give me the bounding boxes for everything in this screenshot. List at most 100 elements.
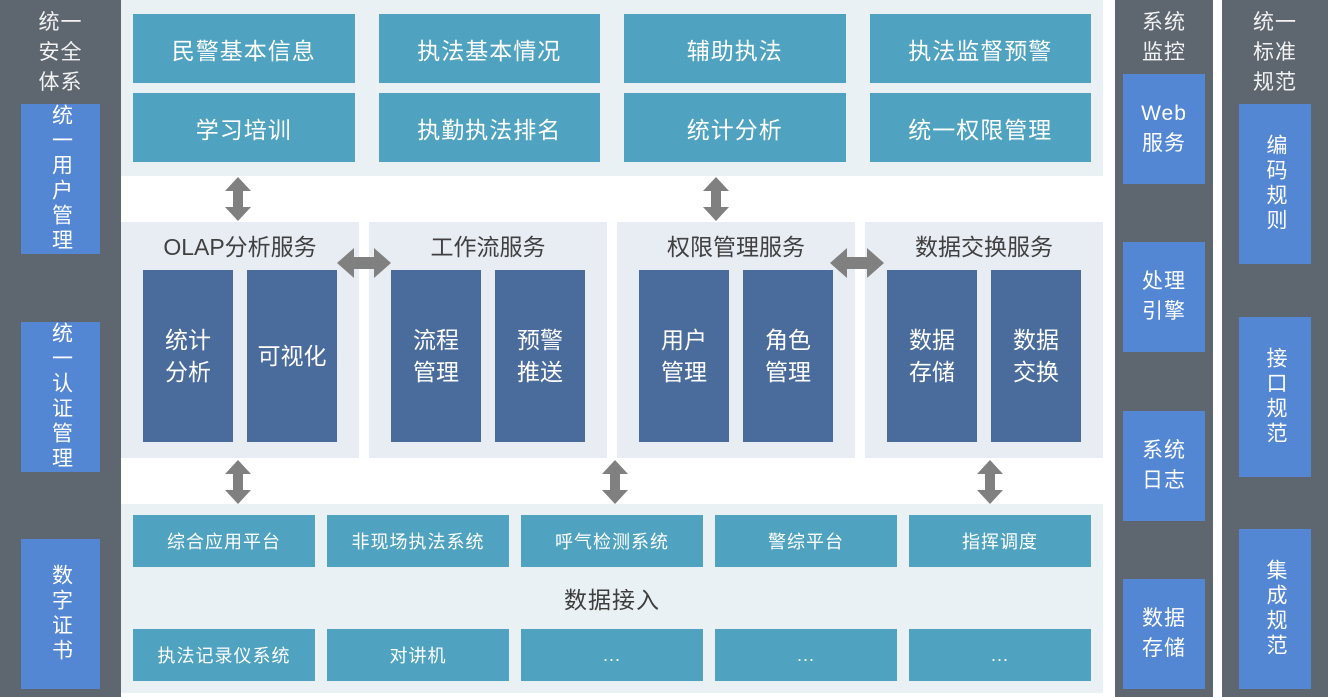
double-arrow-horizontal-icon [337,246,391,280]
monitor-item-label: 处理 引擎 [1142,270,1186,324]
app-tile-enforcement-supervision-alert[interactable]: 执法监督预警 [869,14,1091,83]
left-sidebar-item-label: 统一用户管理 [49,104,73,254]
double-arrow-vertical-icon [598,460,632,504]
data-source-command-dispatch[interactable]: 指挥调度 [909,515,1091,567]
service-box-label: 用户 管理 [661,327,707,385]
left-sidebar-item-digital-certificate[interactable]: 数字证书 [21,539,100,689]
service-box-alert-push[interactable]: 预警 推送 [495,270,585,442]
service-panel-boxes: 数据 存储 数据 交换 [879,270,1089,442]
service-box-role-management[interactable]: 角色 管理 [743,270,833,442]
standards-item-coding-rules[interactable]: 编码规则 [1239,104,1311,264]
service-box-label: 数据 交换 [1013,327,1059,385]
app-tile-label: 学习培训 [195,116,292,143]
left-sidebar-unified-security: 统一 安全 体系 统一用户管理 统一认证管理 数字证书 [0,0,121,697]
app-tile-assisted-enforcement[interactable]: 辅助执法 [624,14,846,83]
left-sidebar-item-label: 数字证书 [49,564,73,664]
data-source-label: 对讲机 [389,646,447,666]
service-box-label: 预警 推送 [517,327,563,385]
data-source-label: 指挥调度 [962,532,1038,552]
double-arrow-vertical-icon [699,177,733,221]
right-sidebar-unified-standards: 统一 标准 规范 编码规则 接口规范 集成规范 [1222,0,1328,697]
service-panel-olap: OLAP分析服务 统计 分析 可视化 [121,222,359,458]
app-tile-minjing-basic-info[interactable]: 民警基本信息 [133,14,355,83]
left-sidebar-items: 统一用户管理 统一认证管理 数字证书 [0,98,121,697]
app-tile-label: 统一权限管理 [908,116,1053,143]
service-box-label: 角色 管理 [765,327,811,385]
data-source-placeholder-2[interactable]: ... [715,629,897,681]
app-tile-label: 执法监督预警 [908,37,1053,64]
app-tile-duty-enforcement-ranking[interactable]: 执勤执法排名 [378,93,600,162]
app-tile-study-training[interactable]: 学习培训 [133,93,355,162]
monitor-item-label: 系统 日志 [1142,438,1186,492]
data-access-layer-panel: 综合应用平台 非现场执法系统 呼气检测系统 警综平台 指挥调度 数据接入 执 [121,504,1103,693]
app-tile-label: 执法基本情况 [417,37,562,64]
monitor-item-web-service[interactable]: Web 服务 [1123,74,1205,184]
service-box-label: 数据 存储 [909,327,955,385]
app-tile-statistical-analysis[interactable]: 统计分析 [624,93,846,162]
service-panel-workflow: 工作流服务 流程 管理 预警 推送 [369,222,607,458]
data-source-label: 非现场执法系统 [351,532,485,552]
double-arrow-horizontal-icon [830,246,884,280]
data-source-label: 呼气检测系统 [555,532,669,552]
standards-item-label: 接口规范 [1264,346,1287,447]
data-source-walkie-talkie[interactable]: 对讲机 [327,629,509,681]
data-source-comprehensive-platform[interactable]: 综合应用平台 [133,515,315,567]
service-box-statistical-analysis[interactable]: 统计 分析 [143,270,233,442]
monitor-item-label: Web 服务 [1141,102,1187,155]
right-sidebar-monitor-items: Web 服务 处理 引擎 系统 日志 数据 存储 [1115,68,1213,697]
data-layer-row-top: 综合应用平台 非现场执法系统 呼气检测系统 警综平台 指挥调度 [133,515,1091,567]
service-box-process-management[interactable]: 流程 管理 [391,270,481,442]
data-source-label: 综合应用平台 [167,532,281,552]
data-source-offsite-enforcement-system[interactable]: 非现场执法系统 [327,515,509,567]
data-source-breath-test-system[interactable]: 呼气检测系统 [521,515,703,567]
app-tile-enforcement-basic-status[interactable]: 执法基本情况 [378,14,600,83]
double-arrow-vertical-icon [221,460,255,504]
app-tile-unified-permission-management[interactable]: 统一权限管理 [869,93,1091,162]
right-sidebar-standards-items: 编码规则 接口规范 集成规范 [1222,98,1328,697]
monitor-item-label: 数据 存储 [1142,606,1186,660]
double-arrow-vertical-icon [973,460,1007,504]
service-panel-permission: 权限管理服务 用户 管理 角色 管理 [617,222,855,458]
left-sidebar-item-unified-user-management[interactable]: 统一用户管理 [21,104,100,254]
right-sidebar-standards-title: 统一 标准 规范 [1253,11,1297,94]
standards-item-label: 集成规范 [1264,559,1287,659]
data-source-law-enforcement-recorder-system[interactable]: 执法记录仪系统 [133,629,315,681]
data-source-label: ... [602,644,621,665]
double-arrow-vertical-icon [221,177,255,221]
monitor-item-system-log[interactable]: 系统 日志 [1123,410,1205,521]
application-layer-row-2: 学习培训 执勤执法排名 统计分析 统一权限管理 [133,93,1091,162]
data-source-placeholder-3[interactable]: ... [909,629,1091,681]
data-source-police-integrated-platform[interactable]: 警综平台 [715,515,897,567]
data-source-label: ... [990,644,1009,665]
service-box-data-exchange[interactable]: 数据 交换 [991,270,1081,442]
app-tile-label: 统计分析 [686,116,783,143]
service-panel-boxes: 统计 分析 可视化 [135,270,345,442]
right-sidebar-monitor-title: 系统 监控 [1142,11,1186,64]
service-panel-boxes: 用户 管理 角色 管理 [631,270,841,442]
application-layer-row-1: 民警基本信息 执法基本情况 辅助执法 执法监督预警 [133,14,1091,83]
service-panel-boxes: 流程 管理 预警 推送 [383,270,593,442]
service-panel-data-exchange: 数据交换服务 数据 存储 数据 交换 [865,222,1103,458]
service-box-data-storage[interactable]: 数据 存储 [887,270,977,442]
left-sidebar-item-unified-auth-management[interactable]: 统一认证管理 [21,321,100,472]
data-source-label: ... [796,644,815,665]
standards-item-interface-spec[interactable]: 接口规范 [1239,316,1311,477]
monitor-item-data-storage[interactable]: 数据 存储 [1123,578,1205,689]
service-panel-title: OLAP分析服务 [163,234,317,260]
service-panel-title: 工作流服务 [430,234,546,260]
data-layer-row-bottom: 执法记录仪系统 对讲机 ... ... ... [133,629,1091,681]
monitor-item-processing-engine[interactable]: 处理 引擎 [1123,242,1205,353]
service-panel-title: 数据交换服务 [915,234,1053,260]
data-source-placeholder-1[interactable]: ... [521,629,703,681]
service-box-label: 统计 分析 [165,327,211,385]
service-box-label: 流程 管理 [413,327,459,385]
app-tile-label: 民警基本信息 [171,37,316,64]
standards-item-label: 编码规则 [1264,134,1287,234]
left-sidebar-title: 统一 安全 体系 [38,11,83,94]
app-tile-label: 辅助执法 [686,37,783,64]
right-sidebar-system-monitor: 系统 监控 Web 服务 处理 引擎 系统 日志 数据 存储 [1115,0,1213,697]
standards-item-integration-spec[interactable]: 集成规范 [1239,529,1311,689]
service-box-user-management[interactable]: 用户 管理 [639,270,729,442]
service-box-visualization[interactable]: 可视化 [247,270,337,442]
